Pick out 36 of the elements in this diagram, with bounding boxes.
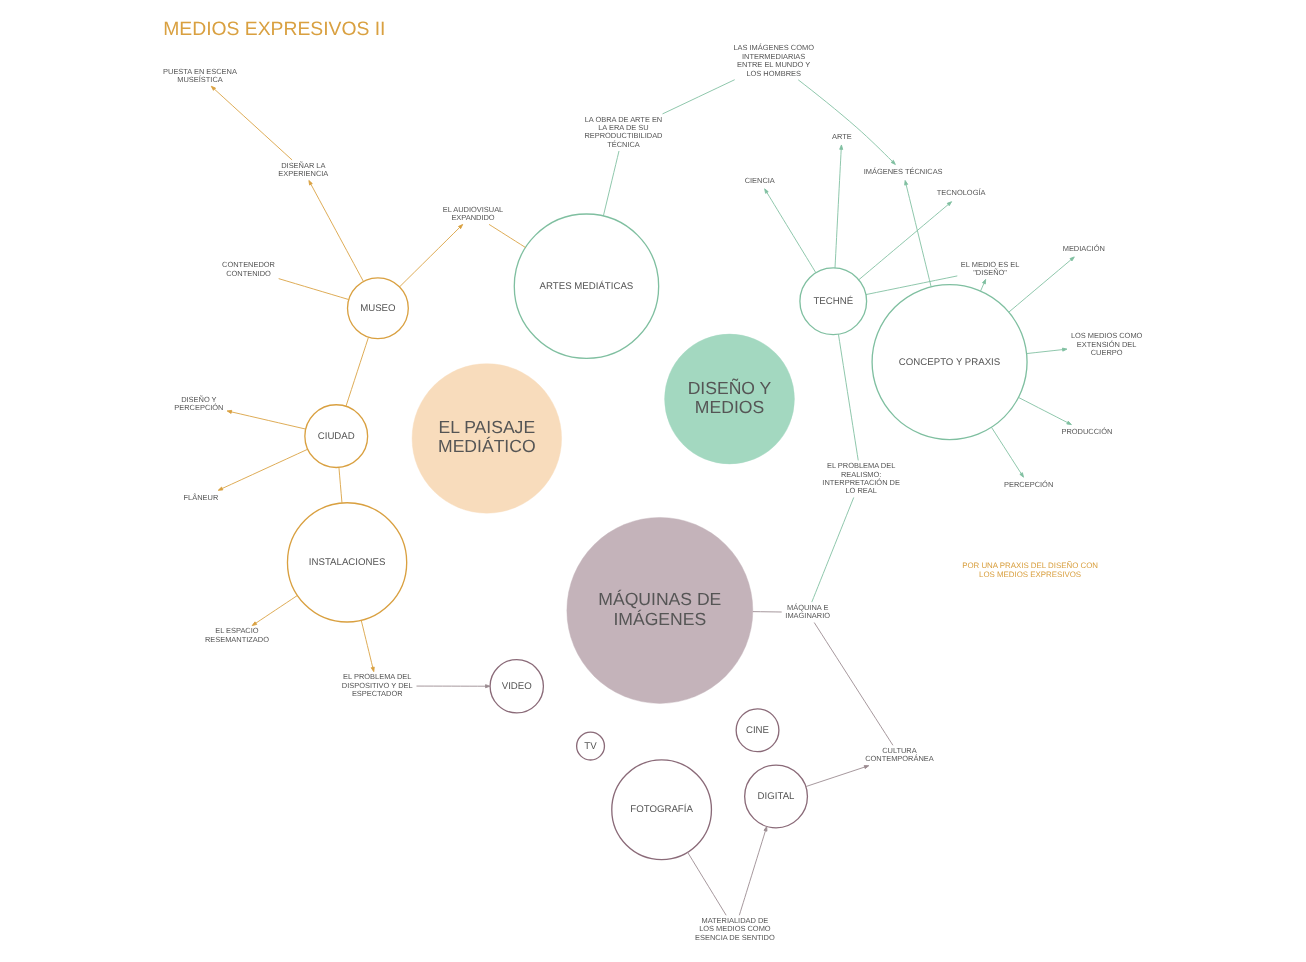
arrow [980, 278, 987, 292]
arrow [738, 826, 768, 916]
connector [811, 497, 855, 603]
arrow [416, 684, 491, 689]
connector [662, 79, 736, 115]
connector [488, 223, 526, 248]
diagram-title: MEDIOS EXPRESIVOS II [163, 19, 386, 42]
arrow [226, 409, 307, 430]
connector [602, 150, 620, 217]
arrow [251, 595, 298, 627]
arrow [834, 144, 844, 269]
arrow [1008, 256, 1075, 313]
node-circle: MÁQUINAS DE IMÁGENES [566, 517, 754, 704]
connector [752, 611, 783, 613]
arrow [904, 180, 932, 288]
connector [687, 851, 727, 916]
connector [278, 278, 349, 300]
arrow [399, 224, 464, 288]
arrow [217, 448, 308, 491]
arrow [991, 426, 1024, 478]
arrow [308, 180, 364, 282]
arrow [764, 188, 817, 274]
connector [813, 622, 894, 746]
arrow [360, 620, 375, 673]
connector [865, 275, 958, 295]
connector [838, 333, 859, 461]
arrow [805, 765, 870, 787]
arrow [1018, 397, 1072, 426]
node-circle: EL PAISAJE MEDIÁTICO [411, 363, 562, 514]
arrow [1026, 347, 1068, 354]
connector [338, 467, 343, 504]
node-circle: DISEÑO Y MEDIOS [664, 333, 795, 465]
arrow [210, 85, 293, 161]
connector [345, 336, 369, 407]
arrow [858, 201, 953, 281]
arrow [797, 79, 896, 165]
